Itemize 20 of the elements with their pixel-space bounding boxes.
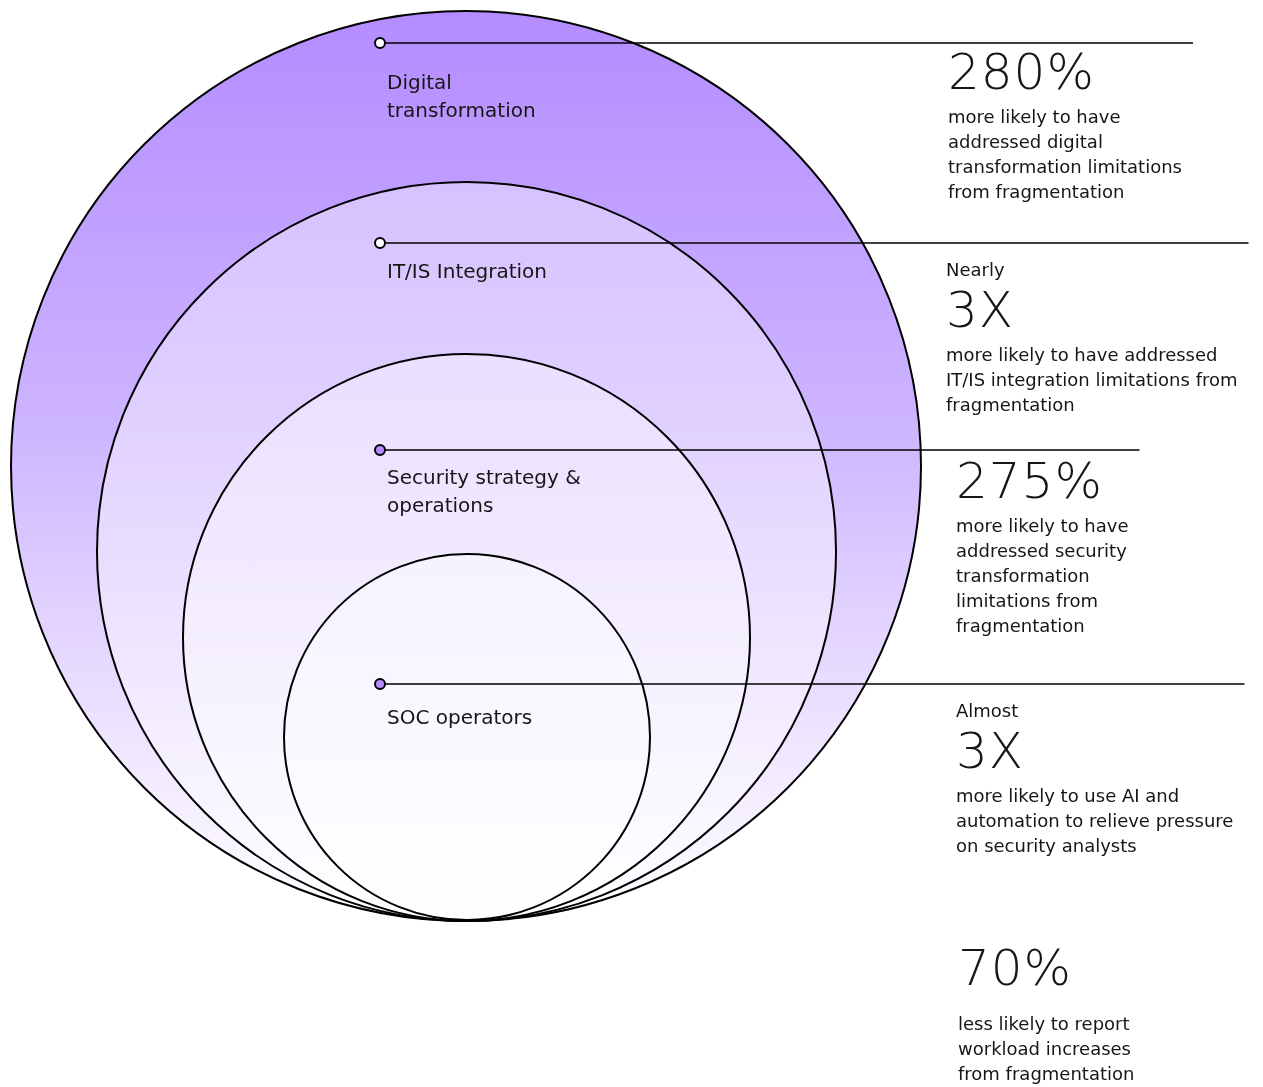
stat-description: less likely to report workload increases from fragmentation [958, 1012, 1136, 1086]
stat-qualifier: Almost [956, 699, 1020, 723]
leader-line [374, 444, 1141, 456]
stat-value: 3X [956, 723, 1026, 779]
stat-value: 70% [958, 940, 1074, 996]
stat-description: more likely to use AI and automation to relieve pressure on security analysts [956, 784, 1235, 858]
stat-value: 275% [956, 453, 1104, 509]
stat-description: more likely to have addressed IT/IS integration limitations from fragmentation [946, 343, 1239, 417]
stat-value: 280% [948, 44, 1096, 100]
leader-line [374, 678, 1246, 690]
circle-label: SOC operators [387, 704, 534, 731]
leader-line [374, 37, 1194, 49]
circle-label: IT/IS Integration [387, 258, 548, 285]
stat-description: more likely to have addressed security transformation limitations from fragmentation [956, 514, 1130, 638]
circle-label: Security strategy & operations [387, 464, 582, 519]
leader-line [374, 237, 1250, 249]
stat-qualifier: Nearly [946, 258, 1006, 282]
stat-description: more likely to have addressed digital transformation limitations from fragmentation [948, 105, 1183, 204]
stat-value: 3X [946, 282, 1016, 338]
circle-label: Digital transformation [387, 69, 537, 124]
